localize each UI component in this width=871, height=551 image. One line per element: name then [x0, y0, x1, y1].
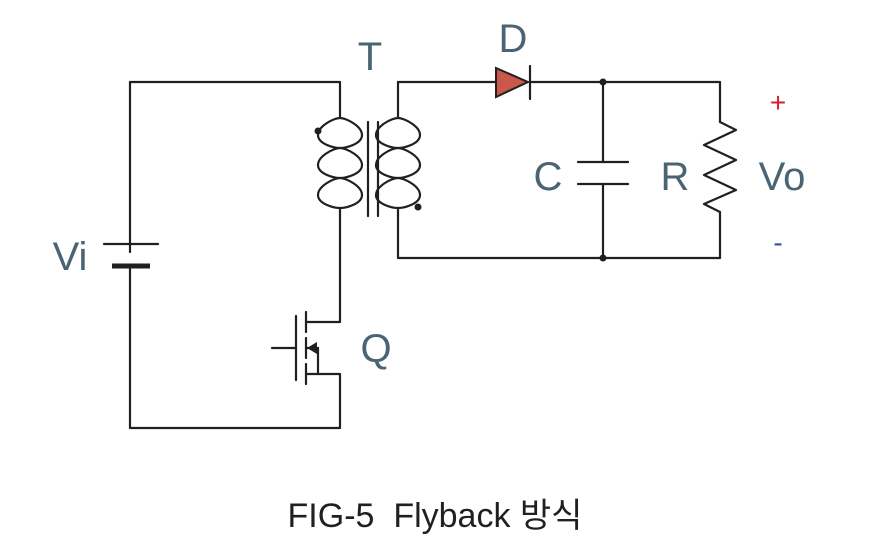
mosfet-q: [270, 310, 320, 386]
secondary-polarity-dot: [414, 203, 422, 211]
label-output-voltage: Vo: [759, 155, 806, 199]
label-transformer: T: [358, 35, 382, 79]
figure-caption: FIG-5 Flyback 방식: [288, 497, 583, 535]
primary-bottom-wire: [128, 266, 342, 430]
capacitor-top-junction: [599, 78, 607, 86]
primary-polarity-dot: [314, 127, 322, 135]
primary-mid-wire: [316, 214, 342, 324]
capacitor-bottom-junction: [599, 254, 607, 262]
label-switch: Q: [360, 327, 391, 371]
output-top-wire: [528, 80, 722, 124]
capacitor-c: [576, 78, 630, 262]
diode-d: [495, 64, 532, 101]
label-input-voltage: Vi: [53, 235, 88, 279]
diode-triangle: [495, 66, 531, 99]
label-capacitor: C: [534, 155, 563, 199]
transformer-t: [314, 116, 422, 218]
output-plus-sign: +: [770, 87, 786, 118]
output-bottom-wire: [396, 210, 722, 260]
resistor-r: [702, 120, 738, 214]
output-minus-sign: -: [773, 227, 782, 258]
label-resistor: R: [661, 155, 690, 199]
label-diode: D: [499, 17, 528, 61]
primary-winding: [316, 116, 364, 216]
primary-top-wire: [128, 80, 342, 254]
secondary-top-wire: [396, 80, 498, 120]
battery-vi: [102, 242, 160, 269]
body-arrow: [307, 342, 317, 354]
secondary-winding: [374, 116, 422, 216]
